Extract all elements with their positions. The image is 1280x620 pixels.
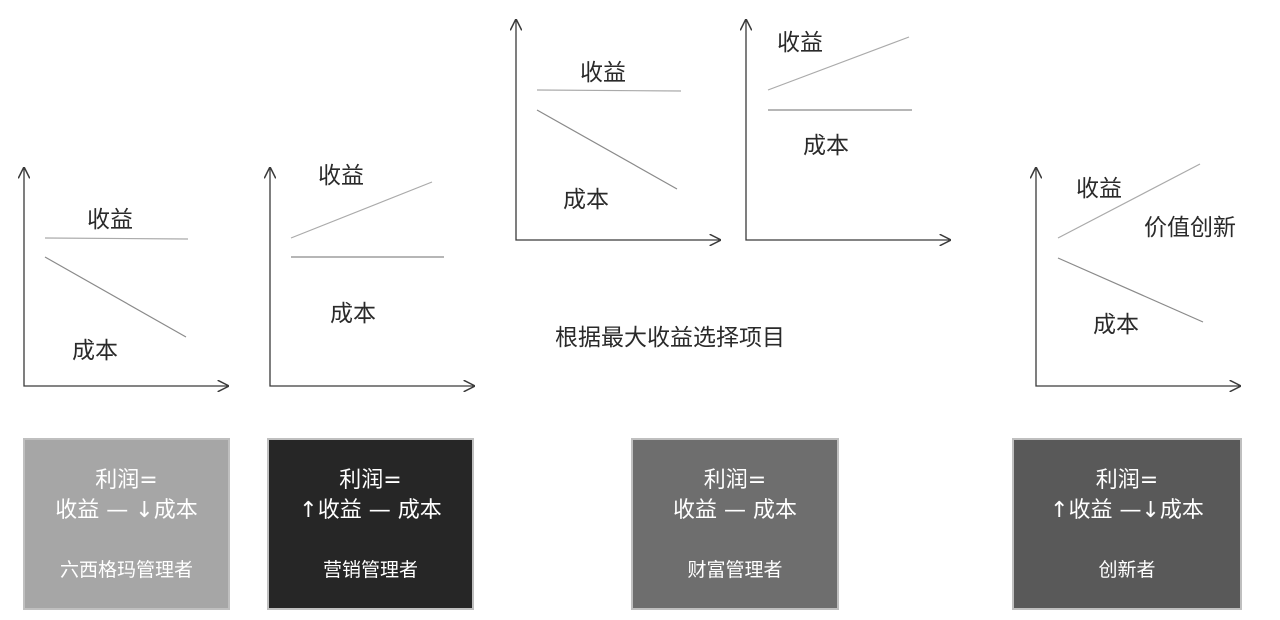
axes bbox=[516, 20, 720, 240]
axes bbox=[24, 168, 228, 386]
revenue-line bbox=[44, 237, 189, 240]
box-six-sigma: 利润= 收益 — ↓成本 六西格玛管理者 bbox=[23, 438, 230, 610]
box-marketing: 利润= ↑收益 — 成本 营销管理者 bbox=[267, 438, 474, 610]
panel-six-sigma: 收益 成本 bbox=[24, 168, 228, 386]
panel-wealth-a: 收益 成本 bbox=[516, 20, 720, 240]
wealth-caption: 根据最大收益选择项目 bbox=[555, 325, 785, 351]
panel-innovator: 收益 成本 价值创新 bbox=[1036, 163, 1240, 386]
role-label: 六西格玛管理者 bbox=[59, 559, 193, 581]
revenue-label: 收益 bbox=[777, 30, 823, 56]
formula-line-1: 利润= bbox=[339, 468, 402, 493]
formula-line-1: 利润= bbox=[1095, 468, 1159, 493]
role-label: 营销管理者 bbox=[322, 559, 418, 581]
revenue-label: 收益 bbox=[318, 163, 364, 189]
formula-line-2: ↑收益 —↓成本 bbox=[1050, 498, 1204, 523]
cost-line bbox=[1057, 257, 1204, 323]
role-label: 创新者 bbox=[1098, 559, 1156, 581]
value-innovation-label: 价值创新 bbox=[1144, 215, 1236, 241]
profit-formula: 利润= 收益 — 成本 bbox=[673, 466, 797, 526]
formula-line-2: ↑收益 — 成本 bbox=[299, 498, 442, 523]
revenue-line bbox=[1057, 163, 1201, 239]
role-label: 财富管理者 bbox=[687, 559, 783, 581]
cost-label: 成本 bbox=[1093, 312, 1139, 338]
cost-label: 成本 bbox=[330, 301, 376, 327]
formula-line-1: 利润= bbox=[95, 468, 158, 493]
revenue-label: 收益 bbox=[87, 207, 133, 233]
axes bbox=[270, 168, 474, 386]
axes bbox=[1036, 168, 1240, 386]
cost-label: 成本 bbox=[803, 133, 849, 159]
revenue-line bbox=[767, 36, 910, 91]
profit-formula: 利润= 收益 — ↓成本 bbox=[55, 466, 197, 526]
cost-line bbox=[536, 109, 678, 190]
axes bbox=[746, 20, 950, 240]
revenue-label: 收益 bbox=[580, 60, 626, 86]
cost-label: 成本 bbox=[72, 338, 118, 364]
revenue-line bbox=[536, 89, 682, 92]
revenue-line bbox=[290, 181, 433, 239]
profit-formula: 利润= ↑收益 — 成本 bbox=[299, 466, 441, 526]
profit-formula: 利润= ↑收益 —↓成本 bbox=[1050, 466, 1204, 526]
panel-wealth-b: 收益 成本 bbox=[746, 20, 950, 240]
cost-line bbox=[44, 256, 187, 338]
formula-line-2: 收益 — 成本 bbox=[673, 498, 797, 523]
box-wealth: 利润= 收益 — 成本 财富管理者 bbox=[631, 438, 839, 610]
formula-line-1: 利润= bbox=[703, 468, 767, 493]
panel-marketing: 收益 成本 bbox=[270, 163, 474, 386]
formula-line-2: 收益 — ↓成本 bbox=[55, 498, 198, 523]
box-innovator: 利润= ↑收益 —↓成本 创新者 bbox=[1012, 438, 1242, 610]
revenue-label: 收益 bbox=[1076, 176, 1122, 202]
cost-label: 成本 bbox=[563, 187, 609, 213]
